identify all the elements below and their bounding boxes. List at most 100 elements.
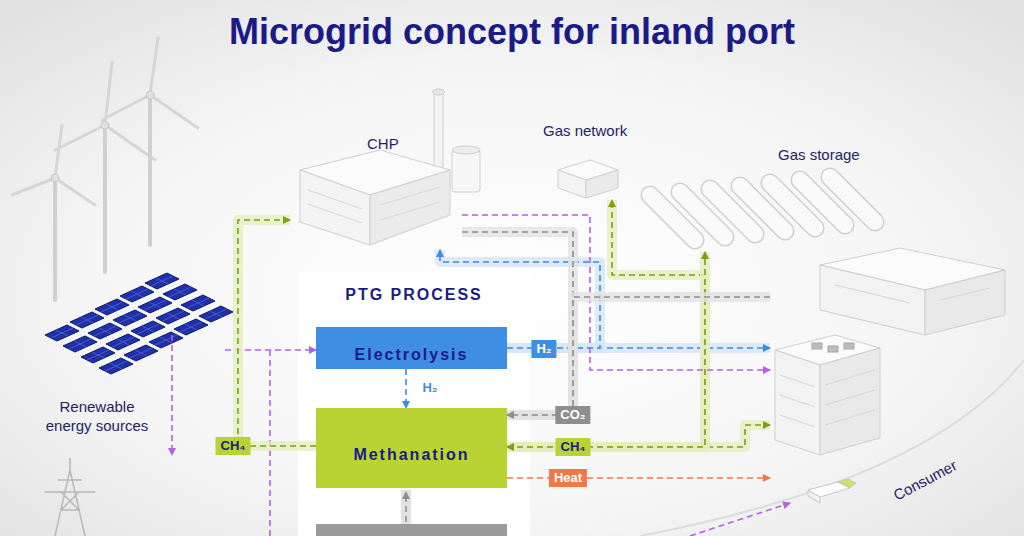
gas-storage: Gas storage [640,145,880,252]
wind-turbines [12,38,198,300]
panel-heading: PTG PROCESS [298,272,530,304]
purple-power-lines [171,335,173,455]
purple-power-lines [690,503,790,536]
wind-turbines [102,95,150,120]
solar-panels [45,325,79,341]
flow-line [462,232,573,415]
solar-panels [149,332,183,348]
solar-panels [131,321,165,337]
flow-tag: CO₂ [555,406,590,424]
flow-connector [507,200,705,447]
chp-building [452,146,480,154]
consumer-buildings [775,248,1005,455]
consumer-buildings [812,343,822,349]
wind-turbines [55,125,62,178]
ptg-process-panel: PTG PROCESS ElectrolysisMethanation [298,272,530,536]
solar-panels [120,286,154,302]
flow-connector [462,232,573,415]
wind-turbines [53,178,57,300]
consumer-buildings [780,415,815,427]
flow-line [507,297,770,415]
flow-tag: CH₄ [216,437,251,455]
wind-turbines [103,125,107,272]
facility-label: Renewable energy sources [38,397,156,435]
solar-panels [156,308,190,324]
consumer-buildings [780,375,815,387]
ptg-panel-ground [298,272,530,536]
solar-panels [174,319,208,335]
flow-line [507,200,705,447]
gas-storage-tanks [830,177,875,222]
consumer-buildings [780,395,815,407]
consumer-buildings [844,343,854,349]
solar-panels [145,273,179,289]
solar-panels [95,299,129,315]
chp-building [300,170,370,245]
consumer-buildings [940,288,990,300]
flow-band [462,232,573,415]
diagram-title: Microgrid concept for inland port [0,11,1024,53]
grey-flow-arrow [405,492,407,522]
flow-band [507,297,770,415]
power-pylon [45,458,95,536]
facility-label: Consumer [890,455,960,504]
consumer-buildings [820,348,880,455]
gas-network: Gas network [540,118,645,200]
facility-label: Gas network [543,121,627,140]
gas-network-station [558,160,618,198]
gas-network-station [558,170,586,198]
chp-building [433,89,445,95]
process-label: Electrolysis [355,332,469,364]
solar-panels [181,295,215,311]
consumer-buildings [825,410,875,425]
flow-connector [507,478,770,479]
wind-turbines [12,178,55,195]
solar-panels [45,273,233,374]
power-pylon [45,458,95,536]
process-box: Electrolysis [316,327,507,369]
flow-tag: Heat [549,469,587,487]
chp-building [308,190,362,209]
chp-building [300,89,480,245]
chp-building [308,204,362,223]
truck [808,479,856,503]
flow-tag: CH₄ [556,438,591,456]
truck [838,479,856,488]
flow-band [507,200,705,447]
consumer-buildings [775,350,820,455]
wind-turbines [148,95,152,245]
renewable-sources: Renewable energy sources [20,60,225,440]
chp-building [380,202,440,220]
flow-connector [406,369,407,408]
flow-tag: H₂ [420,380,439,396]
solar-panels [70,312,104,328]
chp-plant: CHP [290,130,462,250]
flow-line [507,477,770,479]
solar-panels [63,336,97,352]
facility-label: CHP [367,134,399,153]
solar-panels [81,347,115,363]
consumer-buildings [825,390,875,405]
flow-connector [507,297,770,415]
process-label: Methanation [353,432,469,464]
solar-panels [113,310,147,326]
wind-turbines [51,174,59,182]
solar-panels [199,306,233,322]
consumer-buildings [820,265,925,335]
flow-connector [238,220,316,446]
consumer-buildings [925,270,1005,335]
consumer-buildings [835,285,910,303]
wind-turbines [146,91,154,99]
flow-line [238,220,316,446]
flow-band [238,220,316,446]
wind-turbines [101,121,109,129]
solar-panels [106,334,140,350]
flow-line [405,369,407,408]
facility-label: Gas storage [778,145,860,164]
wind-turbines [105,125,155,160]
chp-building [452,150,480,192]
solar-panels [99,358,133,374]
